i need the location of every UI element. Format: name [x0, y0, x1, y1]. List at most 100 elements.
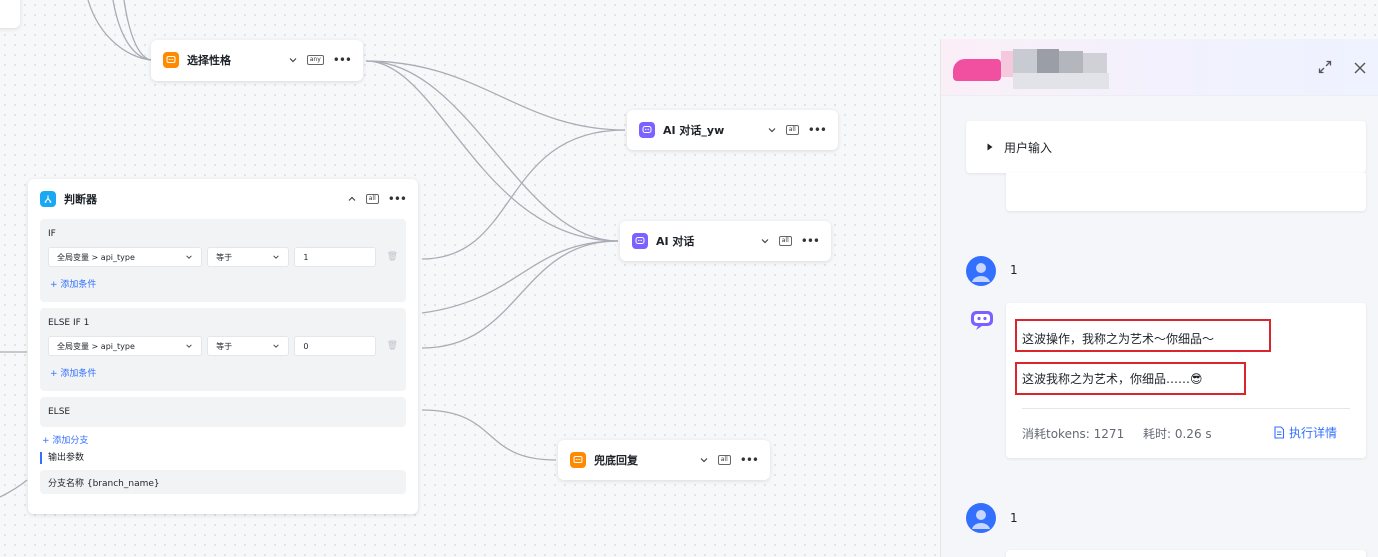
- operator-select-value: 等于: [216, 252, 233, 262]
- elapsed-time-text: 耗时: 0.26 s: [1143, 427, 1212, 441]
- chat-bot-icon: [639, 122, 655, 138]
- edge-select-to-yw: [365, 60, 626, 131]
- execution-detail-label: 执行详情: [1289, 426, 1338, 440]
- highlight-box-2: [1015, 362, 1246, 395]
- previous-message-card: [1006, 173, 1366, 211]
- variable-select[interactable]: 全局变量 > api_type: [48, 336, 203, 356]
- node-title: AI 对话_yw: [663, 124, 725, 137]
- user-avatar: [966, 503, 996, 533]
- execution-detail-link[interactable]: 执行详情: [1273, 424, 1337, 441]
- input-type-badge: all: [778, 236, 792, 246]
- edge-top-1: [87, 0, 152, 61]
- add-branch-link[interactable]: + 添加分支: [42, 436, 89, 446]
- chevron-down-icon: [186, 344, 192, 348]
- bot-message-line-1: 这波操作，我称之为艺术～你细品～: [1022, 332, 1215, 346]
- chevron-down-icon[interactable]: [699, 455, 709, 465]
- node-judge[interactable]: 判断器 all ••• IF 全局变量 > api_type 等于 1 🗑 + …: [28, 179, 418, 514]
- user-avatar: [966, 256, 996, 286]
- bot-message-card: 这波操作，我称之为艺术～你细品～ 这波我称之为艺术，你细品……😎 消耗token…: [1006, 303, 1366, 458]
- variable-select-value: 全局变量 > api_type: [57, 252, 135, 262]
- node-ai-chat-yw[interactable]: AI 对话_yw all •••: [627, 110, 838, 150]
- chevron-down-icon[interactable]: [288, 55, 298, 65]
- panel-header: [941, 39, 1378, 96]
- next-message-card: [1006, 550, 1366, 557]
- chevron-down-icon[interactable]: [767, 125, 777, 135]
- add-condition-link[interactable]: + 添加条件: [50, 369, 97, 379]
- node-select-personality[interactable]: 选择性格 any •••: [151, 40, 363, 81]
- value-input-text: 0: [303, 341, 309, 351]
- node-fallback-reply[interactable]: 兜底回复 all •••: [558, 440, 770, 480]
- user-input-section[interactable]: 用户输入: [966, 121, 1366, 173]
- message-icon: [163, 52, 179, 68]
- branch-label: IF: [48, 229, 56, 239]
- branch-label: ELSE: [48, 407, 71, 417]
- node-title: 兜底回复: [594, 454, 638, 467]
- user-message-text: 1: [1010, 263, 1018, 277]
- node-title: 选择性格: [187, 54, 231, 67]
- more-icon[interactable]: •••: [807, 123, 827, 137]
- variable-select-value: 全局变量 > api_type: [57, 341, 135, 351]
- input-type-badge: any: [306, 55, 324, 65]
- caret-right-icon: [987, 143, 993, 151]
- input-type-badge: all: [717, 455, 731, 465]
- edge-top-2: [112, 0, 152, 61]
- input-type-badge: all: [365, 194, 379, 204]
- message-divider: [1022, 408, 1350, 409]
- chevron-down-icon[interactable]: [760, 236, 770, 246]
- bot-icon: [968, 307, 996, 335]
- value-input-text: 1: [303, 252, 309, 262]
- edge-else-to-fallback: [421, 409, 557, 461]
- sunglasses-emoji: 😎: [1190, 372, 1203, 386]
- trash-icon[interactable]: 🗑: [386, 252, 398, 262]
- partial-node-top-left[interactable]: [0, 0, 20, 28]
- node-title: 判断器: [64, 193, 97, 206]
- edge-elseif-to-ai: [421, 240, 619, 314]
- trash-icon[interactable]: 🗑: [386, 341, 398, 351]
- input-type-badge: all: [785, 125, 799, 135]
- add-condition-link[interactable]: + 添加条件: [50, 280, 97, 290]
- output-params-label: 输出参数: [40, 452, 406, 464]
- chat-debug-panel: 用户输入 1 这波操作，我称之为艺术～你细品～ 这波我称之为艺术，你细品……😎 …: [940, 39, 1378, 557]
- tokens-used-text: 消耗tokens: 1271: [1022, 427, 1125, 441]
- more-icon[interactable]: •••: [800, 234, 820, 248]
- more-icon[interactable]: •••: [332, 53, 352, 67]
- edge-elseif2-to-ai: [421, 240, 619, 349]
- operator-select-value: 等于: [216, 341, 233, 351]
- document-icon: [1274, 426, 1285, 439]
- operator-select[interactable]: 等于: [207, 247, 290, 267]
- user-input-label: 用户输入: [1004, 140, 1053, 155]
- variable-select[interactable]: 全局变量 > api_type: [48, 247, 203, 267]
- edge-if-to-yw: [421, 129, 626, 260]
- value-input[interactable]: 0: [294, 336, 376, 356]
- more-icon[interactable]: •••: [739, 453, 759, 467]
- branch-icon: [40, 191, 56, 207]
- expand-icon[interactable]: [1317, 59, 1333, 79]
- more-icon[interactable]: •••: [387, 192, 407, 206]
- chat-bot-icon: [632, 233, 648, 249]
- bot-message-line-2-text: 这波我称之为艺术，你细品……: [1022, 372, 1191, 386]
- branch-if: IF 全局变量 > api_type 等于 1 🗑 + 添加条件: [40, 219, 406, 302]
- blurred-title-area: [953, 49, 1123, 89]
- chevron-down-icon: [186, 255, 192, 259]
- highlight-box-1: [1015, 319, 1271, 352]
- edge-select-to-fallback: [365, 60, 619, 242]
- output-param-branch-name: 分支名称 {branch_name}: [40, 470, 406, 494]
- close-icon[interactable]: [1353, 60, 1367, 79]
- node-title: AI 对话: [656, 235, 695, 248]
- message-icon: [570, 452, 586, 468]
- node-ai-chat[interactable]: AI 对话 all •••: [620, 221, 831, 261]
- branch-label: ELSE IF 1: [48, 318, 90, 328]
- operator-select[interactable]: 等于: [207, 336, 290, 356]
- user-icon: [972, 263, 990, 282]
- user-icon: [972, 510, 990, 529]
- value-input[interactable]: 1: [294, 247, 376, 267]
- branch-else-if-1: ELSE IF 1 全局变量 > api_type 等于 0 🗑 + 添加条件: [40, 308, 406, 391]
- chevron-up-icon[interactable]: [347, 194, 357, 204]
- branch-else: ELSE: [40, 397, 406, 427]
- edge-top-3: [123, 0, 152, 61]
- chevron-down-icon: [273, 255, 280, 259]
- user-message-text: 1: [1010, 511, 1018, 525]
- chevron-down-icon: [273, 344, 280, 348]
- edge-select-to-ai: [365, 60, 619, 242]
